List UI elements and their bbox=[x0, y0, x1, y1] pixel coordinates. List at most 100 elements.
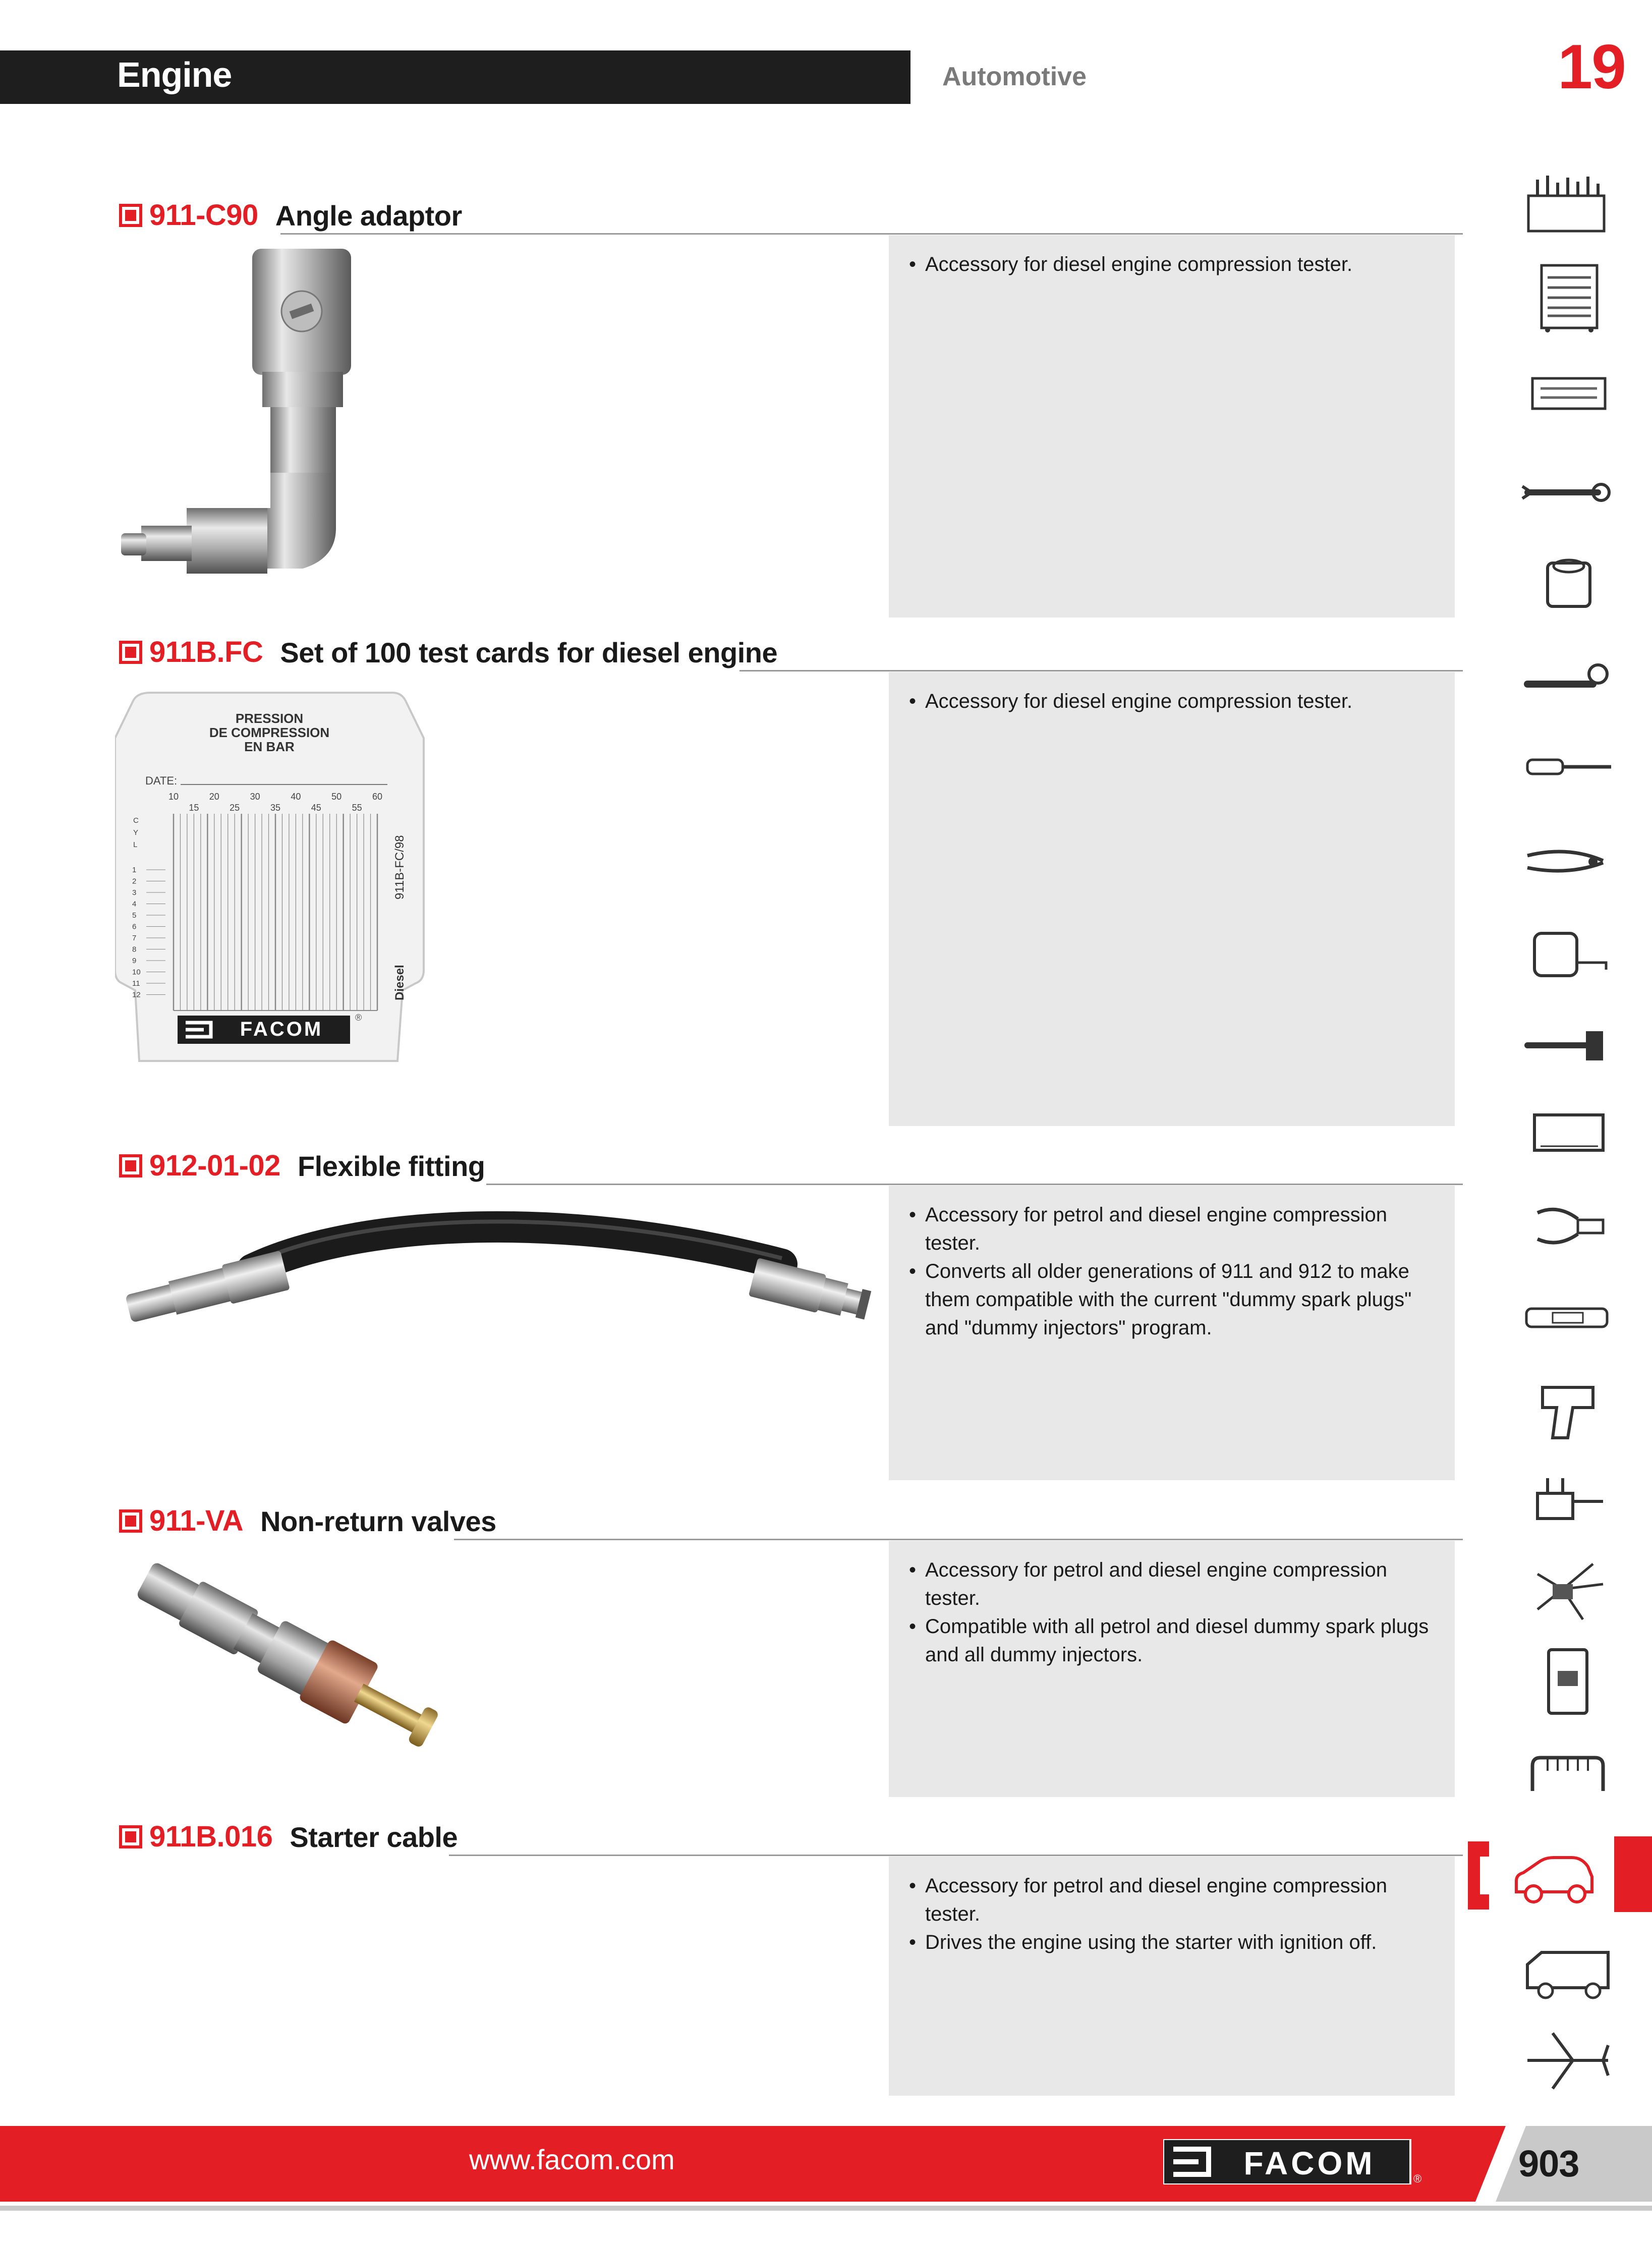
vise-icon[interactable] bbox=[1517, 1463, 1618, 1534]
van-icon[interactable] bbox=[1517, 1932, 1618, 2003]
description-panel bbox=[889, 672, 1455, 1126]
card-row-label: 1 bbox=[132, 866, 136, 874]
card-tick-label: 30 bbox=[250, 792, 260, 802]
card-tick-label: 50 bbox=[331, 792, 341, 802]
hammer-icon[interactable] bbox=[1517, 1008, 1618, 1079]
flexible-fitting-image bbox=[126, 1211, 872, 1322]
tool-cabinet-icon[interactable] bbox=[1517, 262, 1618, 333]
safety-icon[interactable] bbox=[1517, 1554, 1618, 1624]
card-tick-label: 15 bbox=[189, 803, 199, 813]
product-code: 911B.FC bbox=[149, 636, 263, 668]
feature-item: Accessory for petrol and diesel engine c… bbox=[909, 1872, 1444, 1928]
card-row-label: 6 bbox=[132, 923, 136, 931]
hacksaw-icon[interactable] bbox=[1517, 1095, 1618, 1165]
airplane-icon[interactable] bbox=[1517, 2023, 1618, 2094]
bullet-square-icon bbox=[119, 204, 142, 227]
product-name: Non-return valves bbox=[260, 1505, 496, 1537]
card-cyl-letter: L bbox=[133, 840, 137, 849]
active-category-marker bbox=[1614, 1836, 1652, 1912]
product-code: 911-VA bbox=[149, 1504, 244, 1537]
tape-measure-icon[interactable] bbox=[1517, 917, 1618, 988]
bullet-square-icon bbox=[119, 641, 142, 664]
feature-item: Accessory for diesel engine compression … bbox=[909, 250, 1444, 278]
card-row-label: 12 bbox=[132, 991, 141, 999]
clamp-icon[interactable] bbox=[1517, 1735, 1618, 1806]
angle-adaptor-image bbox=[121, 246, 393, 574]
card-row-label: 10 bbox=[132, 968, 141, 977]
heading-rule bbox=[454, 1539, 1463, 1540]
active-bracket-icon bbox=[1468, 1841, 1489, 1910]
product-911-va: 911-VA Non-return valves Accessory for p… bbox=[0, 1498, 1463, 1806]
electrical-icon[interactable] bbox=[1517, 1645, 1618, 1715]
feature-list: Accessory for petrol and diesel engine c… bbox=[909, 1201, 1444, 1342]
bullet-square-icon bbox=[119, 1825, 142, 1848]
combination-wrench-icon[interactable] bbox=[1517, 457, 1618, 528]
screwdriver-icon[interactable] bbox=[1517, 732, 1618, 802]
card-tick-label: 20 bbox=[209, 792, 219, 802]
card-row-label: 4 bbox=[132, 900, 136, 909]
feature-item: Compatible with all petrol and diesel du… bbox=[909, 1612, 1444, 1669]
feature-item: Accessory for petrol and diesel engine c… bbox=[909, 1201, 1444, 1257]
pliers-icon[interactable] bbox=[1517, 825, 1618, 896]
heading-rule bbox=[449, 1855, 1463, 1856]
feature-list: Accessory for diesel engine compression … bbox=[909, 250, 1444, 278]
card-title-line3: EN BAR bbox=[244, 739, 295, 754]
card-ref: 911B-FC/98 bbox=[393, 835, 407, 900]
facom-mark-icon bbox=[1173, 2147, 1211, 2177]
product-code: 911B.016 bbox=[149, 1820, 273, 1853]
ratchet-icon[interactable] bbox=[1517, 644, 1618, 714]
card-title-line1: PRESSION bbox=[236, 711, 303, 726]
product-name: Set of 100 test cards for diesel engine bbox=[280, 637, 778, 668]
feature-list: Accessory for petrol and diesel engine c… bbox=[909, 1872, 1444, 1956]
car-icon[interactable] bbox=[1501, 1841, 1602, 1912]
torque-wrench-icon[interactable] bbox=[1517, 1281, 1618, 1352]
card-title-line2: DE COMPRESSION bbox=[209, 725, 329, 740]
tool-tray-icon[interactable] bbox=[1517, 358, 1618, 429]
card-row-label: 2 bbox=[132, 877, 136, 886]
section-title: Engine bbox=[117, 55, 232, 94]
card-row-label: 11 bbox=[132, 979, 140, 988]
card-tick-label: 40 bbox=[291, 792, 301, 802]
product-heading: 911B.016 Starter cable bbox=[119, 1814, 458, 1855]
product-911-c90: 911-C90 Angle adaptor Accessory for dies… bbox=[0, 193, 1463, 618]
card-tick-label: 10 bbox=[168, 792, 179, 802]
product-name: Angle adaptor bbox=[275, 200, 462, 232]
non-return-valve-image bbox=[137, 1563, 438, 1747]
feature-item: Drives the engine using the starter with… bbox=[909, 1928, 1444, 1956]
feature-item: Accessory for petrol and diesel engine c… bbox=[909, 1556, 1444, 1612]
card-cyl-letter: C bbox=[133, 816, 139, 825]
product-heading: 912-01-02 Flexible fitting bbox=[119, 1143, 485, 1184]
feature-list: Accessory for petrol and diesel engine c… bbox=[909, 1556, 1444, 1669]
product-code: 912-01-02 bbox=[149, 1149, 280, 1182]
footer-url-link[interactable]: www.facom.com bbox=[469, 2144, 675, 2175]
product-911b-016: 911B.016 Starter cable Accessory for pet… bbox=[0, 1814, 1463, 2102]
tool-box-icon[interactable] bbox=[1517, 171, 1618, 241]
product-name: Flexible fitting bbox=[297, 1150, 485, 1182]
product-912-01-02: 912-01-02 Flexible fitting Accessory for… bbox=[0, 1143, 1463, 1506]
product-name: Starter cable bbox=[290, 1821, 458, 1853]
bullet-square-icon bbox=[119, 1509, 142, 1533]
page-number: 903 bbox=[1518, 2143, 1579, 2184]
card-tick-label: 35 bbox=[270, 803, 280, 813]
bullet-square-icon bbox=[119, 1154, 142, 1177]
footer-brand: FACOM bbox=[1243, 2145, 1375, 2181]
heading-rule bbox=[280, 233, 1463, 235]
puller-icon[interactable] bbox=[1517, 1189, 1618, 1259]
impact-wrench-icon[interactable] bbox=[1517, 1372, 1618, 1443]
card-grid bbox=[173, 814, 378, 1011]
socket-icon[interactable] bbox=[1517, 548, 1618, 619]
chapter-number: 19 bbox=[1558, 32, 1626, 102]
card-date-label: DATE: bbox=[145, 774, 177, 787]
card-row-label: 8 bbox=[132, 945, 136, 954]
footer-reg-mark: ® bbox=[1413, 2172, 1421, 2184]
card-brand: FACOM bbox=[240, 1018, 323, 1040]
header-bar bbox=[0, 50, 910, 104]
card-top-ticks: 10 20 30 40 50 60 bbox=[168, 792, 382, 802]
card-tick-label: 60 bbox=[372, 792, 382, 802]
card-row-label: 7 bbox=[132, 934, 136, 942]
product-heading: 911-VA Non-return valves bbox=[119, 1498, 496, 1539]
card-row-label: 5 bbox=[132, 911, 136, 920]
card-tick-label: 25 bbox=[230, 803, 240, 813]
